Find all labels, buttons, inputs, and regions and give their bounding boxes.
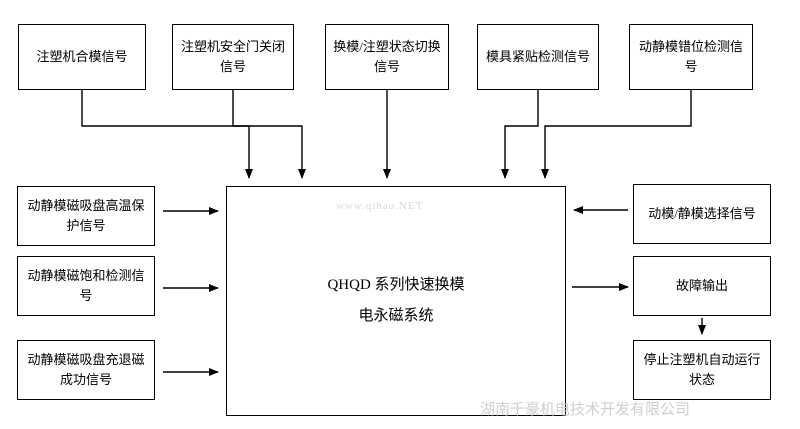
right-box-selection-signal: 动模/静模选择信号	[633, 184, 771, 244]
watermark-small: www.qihao.NET	[336, 200, 424, 212]
center-system-box: QHQD 系列快速换模 电永磁系统	[226, 186, 566, 416]
top-box-2: 注塑机安全门关闭信号	[172, 24, 294, 90]
left-box-2: 动静模磁饱和检测信号	[17, 256, 155, 316]
right-box-3-label: 停止注塑机自动运行状态	[643, 351, 761, 387]
arrow-top1	[81, 90, 253, 179]
arrow-top5	[541, 90, 692, 179]
watermark-large: 湖南千豪机电技术开发有限公司	[480, 401, 691, 418]
top-box-2-label: 注塑机安全门关闭信号	[180, 38, 285, 74]
right-box-stop-auto-run: 停止注塑机自动运行状态	[633, 340, 771, 400]
top-box-3-label: 换模/注塑状态切换信号	[333, 38, 441, 74]
top-box-4-label: 模具紧贴检测信号	[485, 48, 590, 64]
top-box-3: 换模/注塑状态切换信号	[325, 24, 449, 90]
top-box-1: 注塑机合模信号	[18, 24, 146, 90]
arrow-top4	[501, 90, 539, 179]
left-box-1-label: 动静模磁吸盘高温保护信号	[27, 197, 145, 233]
right-box-1-label: 动模/静模选择信号	[648, 205, 756, 221]
arrow-top2	[232, 90, 306, 179]
top-box-5-label: 动静模错位检测信号	[638, 38, 743, 74]
top-box-4: 模具紧贴检测信号	[477, 24, 599, 90]
center-box-line2: 电永磁系统	[358, 308, 434, 324]
right-box-2-label: 故障输出	[675, 277, 728, 293]
right-box-fault-output: 故障输出	[633, 256, 771, 316]
top-box-1-label: 注塑机合模信号	[36, 48, 128, 64]
top-box-5: 动静模错位检测信号	[629, 24, 753, 90]
left-box-3-label: 动静模磁吸盘充退磁成功信号	[27, 351, 145, 387]
left-box-3: 动静模磁吸盘充退磁成功信号	[17, 340, 155, 400]
center-box-line1: QHQD 系列快速换模	[327, 276, 465, 293]
left-box-1: 动静模磁吸盘高温保护信号	[17, 186, 155, 246]
left-box-2-label: 动静模磁饱和检测信号	[27, 267, 145, 303]
